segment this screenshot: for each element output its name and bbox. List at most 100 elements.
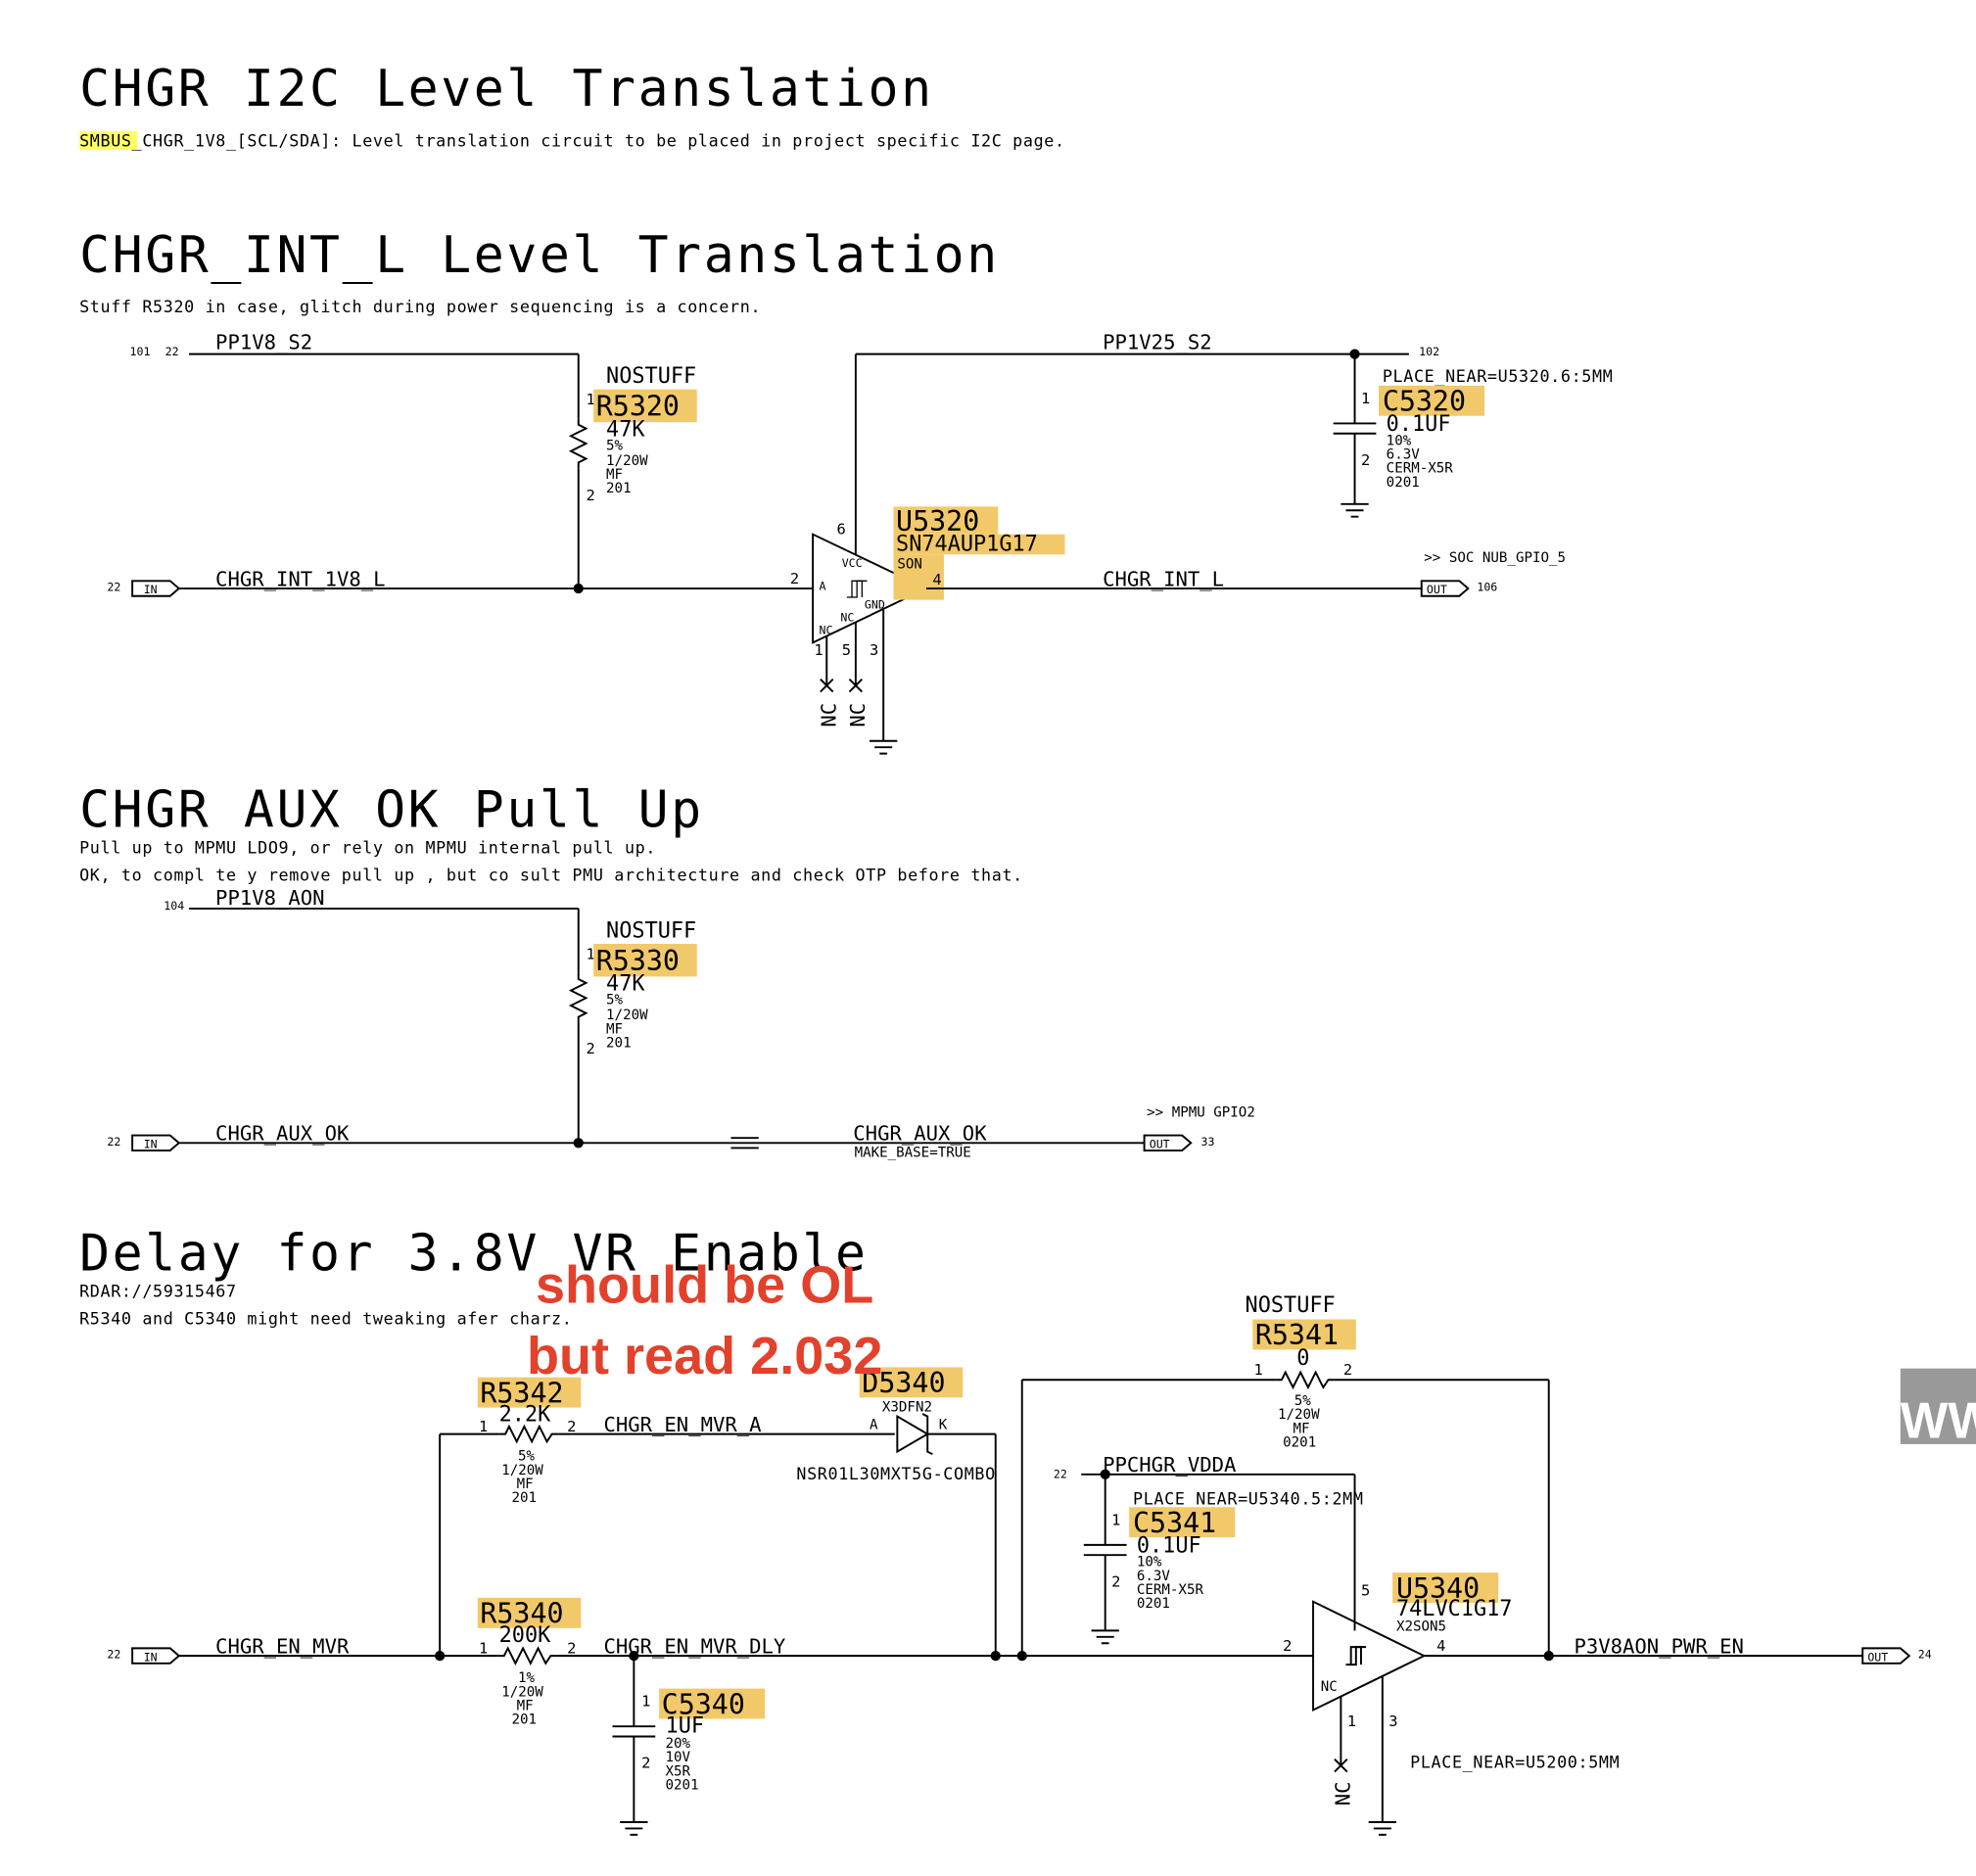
- r5330-power: 1/20W: [606, 1008, 648, 1023]
- d5340-ref: D5340: [862, 1367, 945, 1399]
- r5330-stuff-label: NOSTUFF: [606, 919, 696, 944]
- pin-number: 1: [586, 391, 594, 408]
- r5330-tolerance: 5%: [606, 993, 624, 1008]
- out-port[interactable]: [1143, 1134, 1193, 1151]
- net-label-ppchgr-vdda: PPCHGR_VDDA: [1103, 1453, 1237, 1477]
- no-connect-x: [848, 679, 863, 693]
- pin-number: 5: [842, 641, 851, 659]
- ref-highlight: [1378, 385, 1485, 416]
- section-title-delay: Delay for 3.8V VR Enable: [79, 1224, 868, 1283]
- annotation-line-2: but read 2.032: [527, 1327, 882, 1385]
- r5341-stuff-label: NOSTUFF: [1246, 1293, 1336, 1318]
- net-label-chgr-aux-ok: CHGR_AUX_OK: [215, 1122, 350, 1146]
- pin-number: 4: [932, 571, 941, 588]
- out-port-label: OUT: [1867, 1650, 1888, 1664]
- r5341-type: MF: [1293, 1421, 1309, 1436]
- offpage-ref-102: 102: [1419, 345, 1439, 358]
- in-port[interactable]: [131, 1134, 181, 1151]
- r5330-type: MF: [606, 1021, 623, 1037]
- watermark-text: WW: [1901, 1391, 1976, 1448]
- c5341-value: 0.1UF: [1137, 1534, 1201, 1559]
- r5340-power: 1/20W: [501, 1684, 543, 1700]
- c5341-voltage: 6.3V: [1137, 1569, 1171, 1584]
- pin-number: 1: [479, 1418, 488, 1435]
- no-connect-x: [820, 679, 834, 693]
- net-label-chgr-int-l: CHGR_INT_L: [1103, 567, 1224, 590]
- offpage-ref-101: 101: [130, 345, 151, 358]
- pin-number: 2: [641, 1755, 650, 1772]
- r5342-tolerance: 5%: [518, 1449, 536, 1465]
- r5330-value: 47K: [606, 972, 645, 997]
- c5320-place: PLACE_NEAR=U5320.6:5MM: [1383, 366, 1614, 386]
- r5320-power: 1/20W: [606, 453, 648, 469]
- u5320-package: SON: [897, 556, 922, 572]
- c5340-tolerance: 20%: [666, 1736, 691, 1752]
- diode-d5340: [896, 1414, 930, 1454]
- section-note-int: Stuff R5320 in case, glitch during power…: [79, 297, 761, 316]
- r5320-tolerance: 5%: [606, 438, 624, 453]
- r5341-ref: R5341: [1255, 1319, 1339, 1351]
- pin-number: 3: [1388, 1712, 1397, 1730]
- r5340-size: 201: [512, 1712, 538, 1728]
- ground-symbol: [1368, 1821, 1396, 1836]
- section-note-delay-1: RDAR://59315467: [79, 1281, 237, 1300]
- net-tie-symbol: [730, 1137, 759, 1149]
- watermark-box: [1900, 1368, 1976, 1444]
- pin-number: 2: [1111, 1572, 1120, 1590]
- ground-symbol: [620, 1821, 648, 1836]
- c5341-ref: C5341: [1133, 1507, 1216, 1539]
- diode-cathode-bar: [921, 1413, 933, 1456]
- r5342-size: 201: [512, 1490, 538, 1506]
- d5340-part: NSR01L30MXT5G-COMBO: [796, 1464, 995, 1483]
- make-base-label: MAKE_BASE=TRUE: [855, 1145, 971, 1160]
- r5340-value: 200K: [499, 1623, 551, 1648]
- pin-number: 1: [586, 945, 594, 962]
- out-port[interactable]: [1861, 1647, 1911, 1665]
- net-label-chgr-aux-ok-out: CHGR_AUX_OK: [853, 1122, 987, 1146]
- r5320-value: 47K: [606, 417, 645, 442]
- in-port[interactable]: [131, 1647, 181, 1665]
- offpage-ref-22: 22: [1054, 1468, 1067, 1481]
- pin-name-nc: NC: [1321, 1679, 1338, 1695]
- net-label-chgr-en-mvr-a: CHGR_EN_MVR_A: [603, 1413, 762, 1436]
- in-port-label: IN: [144, 1650, 158, 1664]
- ref-highlight: [593, 943, 697, 977]
- offpage-ref-22: 22: [107, 1135, 120, 1149]
- section-note-i2c: SMBUS_CHGR_1V8_[SCL/SDA]: Level translat…: [79, 130, 1065, 150]
- pin-number: 1: [1111, 1511, 1120, 1528]
- ref-highlight: [659, 1688, 766, 1719]
- net-label-chgr-int-1v8-l: CHGR_INT_1V8_L: [215, 567, 385, 590]
- r5320-stuff-label: NOSTUFF: [606, 364, 696, 389]
- junction-dot: [1543, 1650, 1554, 1662]
- c5320-dielectric: CERM-X5R: [1387, 461, 1454, 477]
- in-port-label: IN: [144, 1137, 158, 1150]
- c5320-value: 0.1UF: [1387, 412, 1451, 437]
- pin-number: 2: [586, 487, 594, 504]
- c5341-dielectric: CERM-X5R: [1137, 1582, 1204, 1598]
- net-label-pp1v8-aon: PP1V8_AON: [215, 886, 325, 910]
- resistor-r5342: [498, 1424, 559, 1444]
- ref-highlight: [477, 1377, 582, 1408]
- pin-number: 2: [567, 1640, 576, 1658]
- resistor-r5340: [497, 1646, 557, 1665]
- u5320-part: SN74AUP1G17: [896, 532, 1038, 556]
- pin-number: 1: [1347, 1712, 1356, 1730]
- schmitt-symbol: [1345, 1646, 1367, 1666]
- diode-pin-a: A: [870, 1417, 878, 1432]
- section-note-delay-2: R5340 and C5340 might need tweaking afer…: [79, 1309, 572, 1329]
- junction-dot: [1349, 349, 1360, 359]
- pin-number: 2: [1361, 451, 1370, 469]
- in-port[interactable]: [131, 580, 181, 597]
- pin-number: 1: [641, 1693, 650, 1711]
- r5341-power: 1/20W: [1278, 1407, 1320, 1423]
- r5320-ref: R5320: [596, 391, 680, 423]
- offpage-dest-soc: >> SOC NUB_GPIO_5: [1424, 550, 1566, 566]
- r5330-ref: R5330: [596, 945, 680, 977]
- out-port[interactable]: [1420, 580, 1470, 597]
- u5340-package: X2SON5: [1396, 1618, 1446, 1634]
- pin-number: 1: [479, 1640, 488, 1658]
- pin-number: 2: [1283, 1637, 1292, 1655]
- nc-label: NC: [1331, 1781, 1354, 1806]
